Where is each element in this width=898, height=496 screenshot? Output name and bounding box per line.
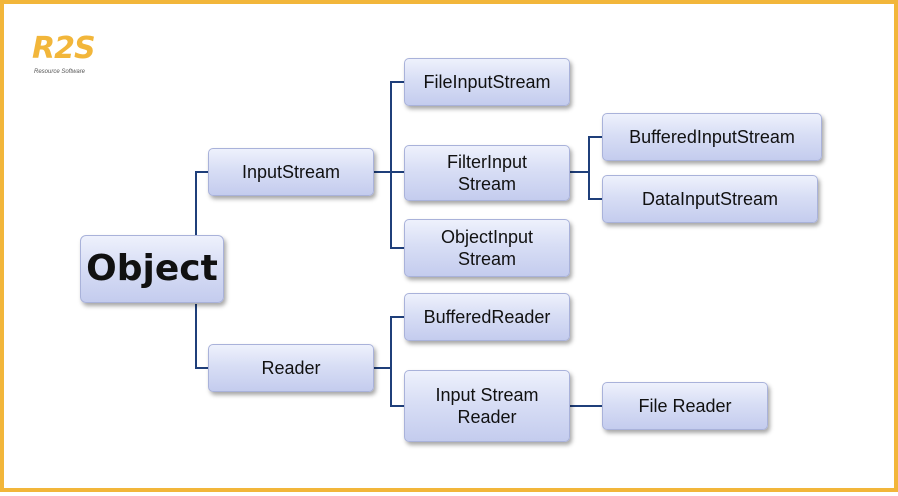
node-inputstreamreader: Input Stream Reader: [404, 370, 570, 442]
connector-lines: [195, 81, 603, 407]
node-fileinputstream: FileInputStream: [404, 58, 570, 106]
node-inputstream: InputStream: [208, 148, 374, 196]
connector-inputstream-children: [390, 81, 406, 249]
connector-reader-children: [390, 316, 406, 407]
connector-object-inputstream: [195, 171, 209, 236]
node-filterinputstream: FilterInput Stream: [404, 145, 570, 201]
node-objectinputstream-label: ObjectInput Stream: [440, 227, 534, 269]
node-bufferedreader: BufferedReader: [404, 293, 570, 341]
node-filterinputstream-label: FilterInput Stream: [446, 152, 528, 194]
connector-filter-children: [588, 136, 603, 200]
node-filereader: File Reader: [602, 382, 768, 430]
logo-subtitle: Resource Software: [34, 69, 86, 75]
node-inputstreamreader-label: Input Stream Reader: [435, 385, 539, 427]
node-bufferedinputstream: BufferedInputStream: [602, 113, 822, 161]
node-datainputstream: DataInputStream: [602, 175, 818, 223]
connector-object-reader: [195, 304, 209, 369]
node-object: Object: [80, 235, 224, 303]
logo: R2S Resource Software: [32, 32, 112, 80]
logo-mark: R2S: [32, 31, 96, 66]
node-reader: Reader: [208, 344, 374, 392]
node-objectinputstream: ObjectInput Stream: [404, 219, 570, 277]
